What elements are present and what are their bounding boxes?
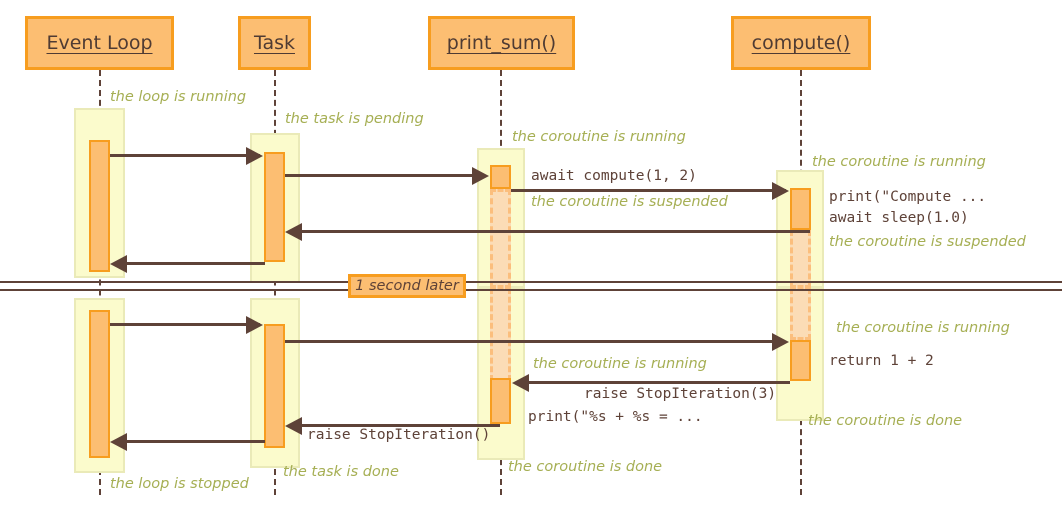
message-print-compute: print("Compute ... bbox=[829, 189, 987, 205]
activation-print-sum-running-2 bbox=[490, 378, 511, 424]
note-compute-done: the coroutine is done bbox=[808, 413, 963, 429]
message-await-sleep: await sleep(1.0) bbox=[829, 210, 969, 226]
arrow-line-loop-to-task-2 bbox=[110, 323, 260, 326]
arrow-line-print-sum-to-compute bbox=[511, 189, 786, 192]
note-loop-stopped: the loop is stopped bbox=[110, 476, 249, 492]
message-await-compute: await compute(1, 2) bbox=[531, 168, 697, 184]
arrow-line-task-to-loop-2 bbox=[115, 440, 265, 443]
delay-divider-label: 1 second later bbox=[355, 278, 459, 294]
participant-compute[interactable]: compute() bbox=[731, 16, 871, 70]
note-print-sum-running-2: the coroutine is running bbox=[533, 356, 707, 372]
participant-task[interactable]: Task bbox=[238, 16, 311, 70]
activation-task-2 bbox=[264, 324, 285, 448]
participant-print-sum-label: print_sum() bbox=[446, 32, 557, 54]
note-print-sum-running-1: the coroutine is running bbox=[512, 129, 686, 145]
note-compute-running-1: the coroutine is running bbox=[812, 154, 986, 170]
participant-compute-label: compute() bbox=[751, 32, 851, 54]
note-compute-running-2: the coroutine is running bbox=[836, 320, 1010, 336]
arrow-head-task-to-compute bbox=[772, 333, 789, 351]
activation-event-loop-2 bbox=[89, 310, 110, 458]
activation-compute-running-1 bbox=[790, 188, 811, 230]
delay-divider-box: 1 second later bbox=[348, 274, 466, 298]
note-compute-suspended: the coroutine is suspended bbox=[829, 234, 1026, 250]
arrow-head-compute-to-task bbox=[285, 223, 302, 241]
participant-event-loop-label: Event Loop bbox=[46, 32, 153, 54]
participant-print-sum[interactable]: print_sum() bbox=[428, 16, 575, 70]
note-print-sum-done: the coroutine is done bbox=[508, 459, 663, 475]
arrow-line-compute-to-print-sum bbox=[517, 381, 790, 384]
activation-compute-suspended-2 bbox=[790, 288, 811, 340]
note-task-done: the task is done bbox=[283, 464, 399, 480]
message-raise-stopiteration: raise StopIteration() bbox=[307, 427, 491, 443]
note-task-pending: the task is pending bbox=[285, 111, 424, 127]
activation-compute-running-2 bbox=[790, 340, 811, 381]
message-return-sum: return 1 + 2 bbox=[829, 353, 934, 369]
activation-event-loop-1 bbox=[89, 140, 110, 272]
arrow-line-task-to-compute bbox=[285, 340, 785, 343]
participant-event-loop[interactable]: Event Loop bbox=[25, 16, 174, 70]
activation-print-sum-suspended bbox=[490, 189, 511, 288]
arrow-head-compute-to-print-sum bbox=[512, 374, 529, 392]
message-print-result: print("%s + %s = ... bbox=[528, 409, 703, 425]
arrow-line-loop-to-task bbox=[110, 154, 260, 157]
arrow-head-task-to-print-sum bbox=[472, 167, 489, 185]
activation-compute-suspended bbox=[790, 230, 811, 288]
arrow-head-print-sum-to-task bbox=[285, 417, 302, 435]
activation-print-sum-running-1 bbox=[490, 165, 511, 189]
arrow-line-task-to-loop bbox=[115, 262, 265, 265]
arrow-line-compute-to-task bbox=[290, 230, 810, 233]
note-loop-running: the loop is running bbox=[110, 89, 247, 105]
arrow-line-task-to-print-sum bbox=[285, 174, 485, 177]
arrow-head-task-to-loop-2 bbox=[110, 433, 127, 451]
note-print-sum-suspended: the coroutine is suspended bbox=[531, 194, 728, 210]
arrow-head-loop-to-task bbox=[246, 147, 263, 165]
arrow-head-task-to-loop bbox=[110, 255, 127, 273]
arrow-head-loop-to-task-2 bbox=[246, 316, 263, 334]
activation-print-sum-suspended-2 bbox=[490, 288, 511, 381]
activation-task-1 bbox=[264, 152, 285, 262]
divider-line-top bbox=[0, 281, 1062, 283]
divider-line-bottom bbox=[0, 289, 1062, 291]
arrow-head-print-sum-to-compute bbox=[772, 182, 789, 200]
message-raise-stopiteration-3: raise StopIteration(3) bbox=[584, 386, 777, 402]
arrow-line-print-sum-to-task bbox=[290, 424, 500, 427]
participant-task-label: Task bbox=[253, 32, 295, 54]
